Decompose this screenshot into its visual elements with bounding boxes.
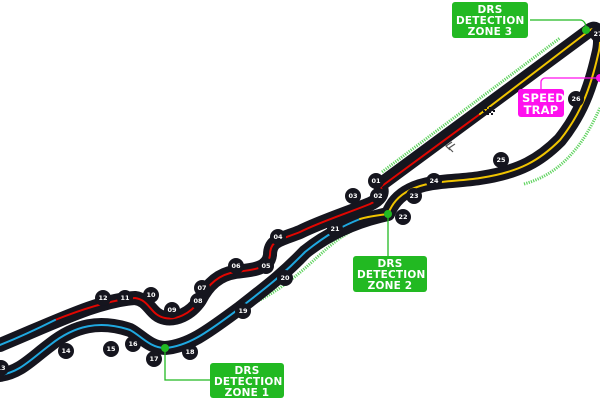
turn-26: 26 [568,91,584,107]
turn-06: 06 [228,258,244,274]
drs-detection-zone-1-label: DRS DETECTION ZONE 1 [210,363,284,399]
drs-3-dot [582,26,590,34]
turn-23: 23 [406,188,422,204]
turn-17: 17 [146,351,162,367]
turn-08: 08 [190,293,206,309]
drs-zone-line-main-straight [381,36,561,174]
drs-1-dot [161,344,169,352]
turn-07: 07 [194,280,210,296]
turn-12: 12 [95,290,111,306]
turn-21: 21 [327,221,343,237]
turn-20: 20 [277,270,293,286]
turn-22: 22 [395,209,411,225]
sector-3-line-straight [479,29,591,115]
turn-04: 04 [270,229,286,245]
speed-trap-connector [540,77,600,90]
sector-2-line-west [0,319,56,346]
direction-chevron-icon [445,141,456,153]
speed-trap-dot [596,74,600,82]
sector-1-line [381,113,481,187]
turn-15: 15 [103,341,119,357]
turn-25: 25 [493,152,509,168]
turn-01: 01 [368,173,384,189]
turn-19: 19 [235,303,251,319]
drs-3-connector [530,19,587,29]
turn-18: 18 [182,344,198,360]
turn-16: 16 [125,336,141,352]
callout-dots [161,26,600,352]
turn-09: 09 [164,302,180,318]
drs-2-dot [384,210,392,218]
turn-13: 13 [0,360,9,376]
start-finish-flag-icon [483,107,495,115]
turn-27: 27 [590,26,600,42]
turn-24: 24 [426,173,442,189]
turn-02: 02 [370,188,386,204]
drs-1-connector [164,348,210,381]
turn-14: 14 [58,343,74,359]
track-surface [0,21,600,382]
turn-10: 10 [143,287,159,303]
speed-trap-label: SPEED TRAP [518,89,565,117]
drs-detection-zone-3-label: DRS DETECTION ZONE 3 [452,2,528,38]
turn-03: 03 [345,188,361,204]
turn-11: 11 [117,290,133,306]
turn-05: 05 [258,258,274,274]
drs-detection-zone-2-label: DRS DETECTION ZONE 2 [353,256,427,292]
